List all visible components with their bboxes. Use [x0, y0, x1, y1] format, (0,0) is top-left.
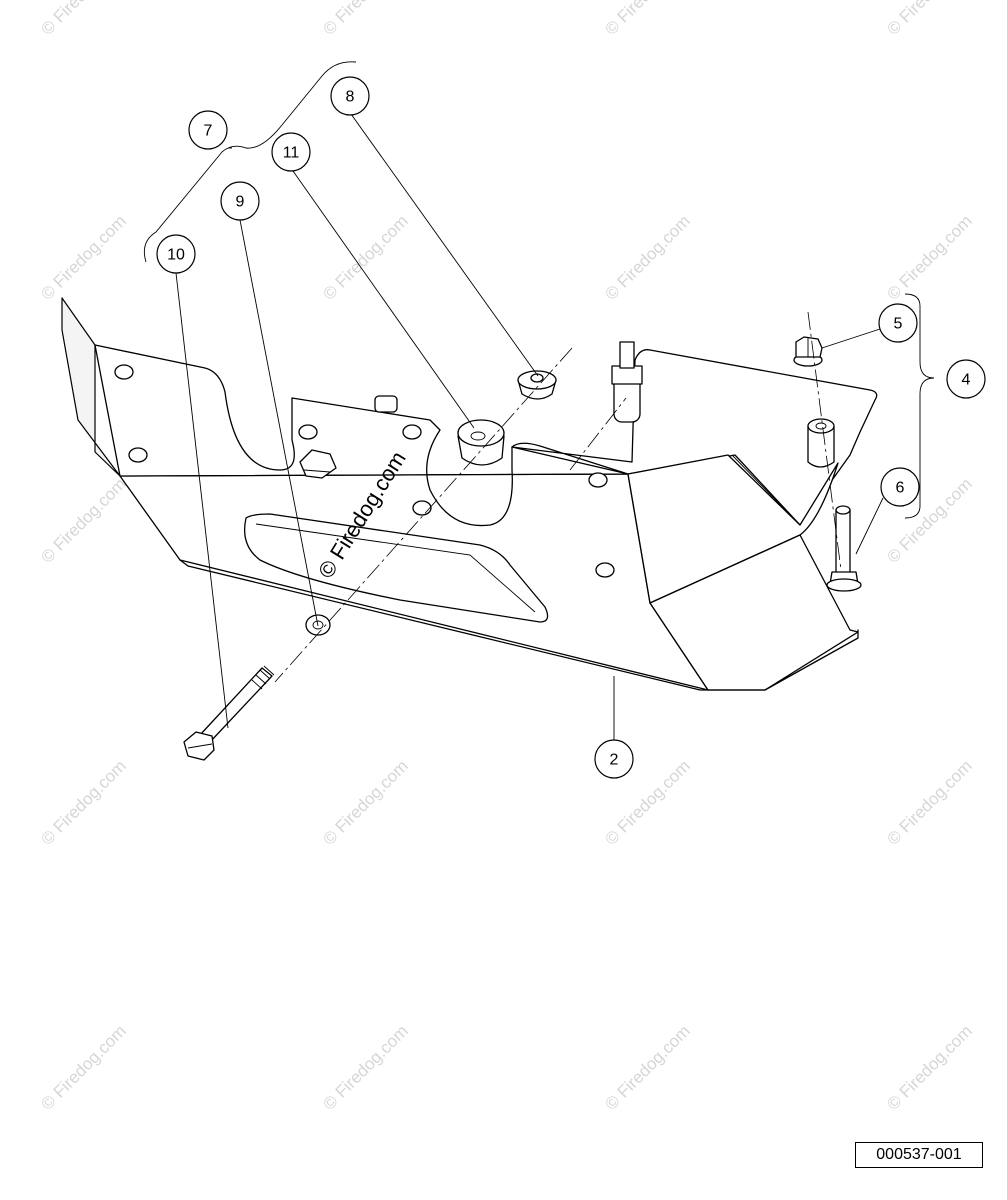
mount-stud: [611, 341, 643, 423]
watermark-text: © Firedog.com: [37, 474, 129, 566]
callout-10: 10: [156, 234, 196, 274]
watermark-text: © Firedog.com: [319, 1021, 411, 1113]
svg-text:5: 5: [894, 316, 903, 333]
watermark-text: © Firedog.com: [883, 1021, 975, 1113]
callout-5: 5: [878, 303, 918, 343]
leader-lines: [175, 113, 884, 741]
watermark-text: © Firedog.com: [37, 756, 129, 848]
watermark-text: © Firedog.com: [883, 756, 975, 848]
watermark-text: © Firedog.com: [319, 0, 411, 39]
watermark-text: © Firedog.com: [883, 0, 975, 39]
callout-9: 9: [220, 181, 260, 221]
brace-item-7: [143, 61, 357, 263]
long-bolt: [183, 665, 275, 761]
callout-2: 2: [594, 739, 634, 779]
hex-head: [299, 449, 337, 479]
svg-text:9: 9: [236, 194, 245, 211]
watermark-text: © Firedog.com: [601, 1021, 693, 1113]
drawing-code: 000537-001: [855, 1142, 983, 1168]
assembly-center-lines: [274, 311, 842, 683]
callout-7: 7: [188, 110, 228, 150]
callout-4: 4: [946, 359, 986, 399]
bushing-large: [457, 419, 505, 466]
svg-text:4: 4: [962, 372, 971, 389]
watermark-text: © Firedog.com: [37, 1021, 129, 1113]
svg-text:7: 7: [204, 123, 213, 140]
svg-text:6: 6: [896, 480, 905, 497]
flange-nut: [793, 336, 823, 367]
svg-text:8: 8: [346, 89, 355, 106]
watermark-text: © Firedog.com: [883, 211, 975, 303]
callout-6: 6: [880, 467, 920, 507]
bushing-small: [517, 370, 557, 400]
watermark-text: © Firedog.com: [319, 211, 411, 303]
watermark-text: © Firedog.com: [37, 0, 129, 39]
flange-bolt: [826, 505, 862, 592]
callout-8: 8: [330, 76, 370, 116]
svg-text:2: 2: [610, 752, 619, 769]
watermark-text: © Firedog.com: [37, 211, 129, 303]
stud-top-left: [374, 395, 398, 413]
callout-11: 11: [271, 132, 311, 172]
svg-text:10: 10: [167, 247, 185, 264]
watermark-text: © Firedog.com: [601, 211, 693, 303]
watermark-text: © Firedog.com: [601, 0, 693, 39]
watermark-text: © Firedog.com: [319, 756, 411, 848]
skid-plate: [61, 297, 878, 691]
right-spacer: [807, 418, 835, 468]
svg-text:11: 11: [283, 145, 300, 162]
brace-item-4: [904, 293, 935, 519]
